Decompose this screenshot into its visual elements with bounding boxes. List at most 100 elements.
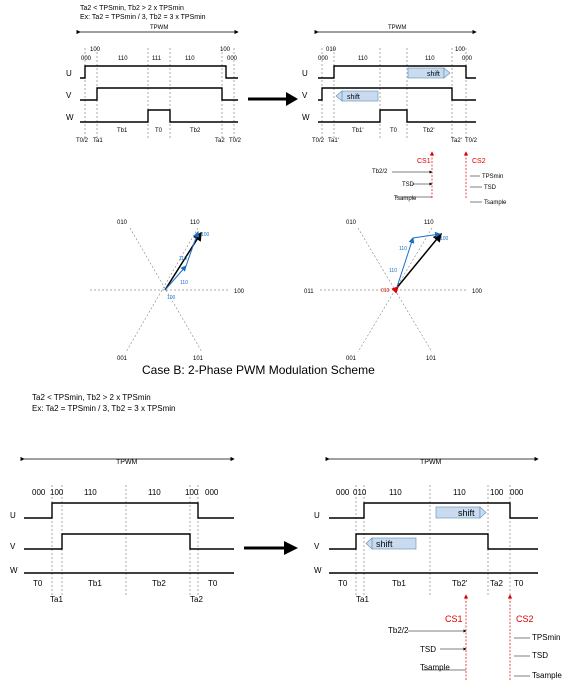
d-t-label-0: Tb2/2 (388, 626, 409, 635)
hex-l-100: 100 (234, 289, 245, 295)
cond-top-line1: Ta2 < TPSmin, Tb2 > 2 x TPSmin (80, 5, 184, 12)
a-int-1: Ta1 (93, 138, 103, 144)
tpwm-label-c: TPWM (116, 459, 138, 466)
a-phase-w: W (66, 113, 74, 122)
shift-label-d2: shift (376, 539, 393, 549)
d-state-5: 000 (510, 488, 524, 497)
d-t-label-4: TSD (532, 651, 548, 660)
a-int-6: T0/2 (229, 138, 242, 144)
c-phase-w: W (10, 566, 18, 575)
d-state-2: 110 (389, 488, 402, 497)
cs2-label-bottom: CS2 (516, 614, 534, 624)
d-int-0: T0 (338, 579, 348, 588)
b-int-4: Tb2' (423, 128, 434, 134)
b-int-2: Tb1' (352, 128, 363, 134)
shift-label-d1: shift (458, 508, 475, 518)
c-state-0: 000 (32, 488, 46, 497)
c-state-2: 110 (84, 488, 97, 497)
b-state-2: 110 (358, 56, 368, 62)
c-int-2: Tb1 (88, 579, 102, 588)
b-state-3: 110 (425, 56, 435, 62)
d-int-1: Ta1 (356, 595, 369, 604)
hex-l-101: 101 (193, 356, 204, 362)
a-state-4: 110 (185, 56, 195, 62)
hex-r-001: 001 (346, 356, 357, 362)
d-t-label-5: Tsample (532, 671, 562, 680)
d-t-label-1: TSD (420, 645, 436, 654)
d-phase-w: W (314, 566, 322, 575)
cs2-label-top: CS2 (472, 158, 486, 165)
hex-r-110: 110 (424, 220, 434, 226)
hex-r-011: 011 (304, 289, 314, 295)
d-state-1: 010 (353, 488, 367, 497)
b-phase-w: W (302, 113, 310, 122)
vec-r-0: 010 (381, 288, 390, 294)
d-int-4: Ta2 (490, 579, 503, 588)
a-int-2: Tb1 (117, 128, 128, 134)
vec-l-1: 110 (180, 280, 188, 286)
hex-r-100: 100 (472, 289, 483, 295)
t-label-2: Tsample (394, 196, 417, 202)
a-phase-v: V (66, 91, 72, 100)
c-int-0: T0 (33, 579, 43, 588)
vec-l-0: 100 (167, 295, 176, 301)
cond-top-line2: Ex: Ta2 = TPSmin / 3, Tb2 = 3 x TPSmin (80, 14, 206, 21)
cond-bottom-line2: Ex: Ta2 = TPSmin / 3, Tb2 = 3 x TPSmin (32, 404, 175, 413)
a-state-3: 111 (152, 56, 162, 62)
b-state-0: 000 (318, 56, 329, 62)
vec-l-2: 110 (179, 256, 187, 262)
cond-bottom-line1: Ta2 < TPSmin, Tb2 > 2 x TPSmin (32, 393, 151, 402)
hexagon-right: 010 110 100 011 001 101 010 110 110 100 (304, 220, 483, 362)
d-t-label-3: TPSmin (532, 633, 560, 642)
panel-a: TPWM 000 100 110 111 110 100 000 U V W T… (66, 25, 242, 144)
c-phase-v: V (10, 542, 16, 551)
d-state-4: 100 (490, 488, 504, 497)
b-int-3: T0 (390, 128, 398, 134)
c-state-5: 000 (205, 488, 219, 497)
b-int-6: T0/2 (465, 138, 478, 144)
d-state-3: 110 (453, 488, 466, 497)
d-state-0: 000 (336, 488, 350, 497)
d-int-3: Tb2' (452, 579, 468, 588)
shift-label-b1: shift (427, 71, 440, 78)
t-label-1: TSD (402, 182, 415, 188)
t-label-4: TSD (484, 185, 497, 191)
vec-r-2: 110 (399, 246, 407, 252)
c-phase-u: U (10, 511, 16, 520)
case-b-caption: Case B: 2-Phase PWM Modulation Scheme (142, 363, 375, 377)
t-label-0: Tb2/2 (372, 169, 388, 175)
tpwm-label-a: TPWM (150, 25, 168, 31)
a-state-6: 000 (227, 56, 238, 62)
d-phase-u: U (314, 511, 320, 520)
d-int-5: T0 (514, 579, 524, 588)
panel-b: TPWM 000 010 110 110 100 000 U V W shift… (302, 25, 507, 206)
a-state-5: 100 (220, 47, 231, 53)
c-int-5: T0 (208, 579, 218, 588)
c-state-3: 110 (148, 488, 161, 497)
c-int-4: Ta2 (190, 595, 203, 604)
a-phase-u: U (66, 69, 72, 78)
hexagon-left: 010 110 100 001 101 100 110 110 100 (90, 220, 245, 362)
d-t-label-2: Tsample (420, 663, 450, 672)
hex-l-110: 110 (190, 220, 200, 226)
tpwm-label-d: TPWM (420, 459, 442, 466)
vec-l-3: 100 (201, 232, 210, 238)
hex-l-001: 001 (117, 356, 128, 362)
a-int-4: Tb2 (190, 128, 201, 134)
shift-label-b2: shift (347, 94, 360, 101)
b-phase-v: V (302, 91, 308, 100)
c-state-1: 100 (50, 488, 64, 497)
b-int-0: T0/2 (312, 138, 325, 144)
b-phase-u: U (302, 69, 308, 78)
a-state-0: 000 (81, 56, 92, 62)
panel-c: TPWM 000 100 110 110 100 000 U V W T0 Ta… (10, 456, 235, 604)
vec-r-1: 110 (389, 268, 397, 274)
c-state-4: 100 (185, 488, 199, 497)
c-int-1: Ta1 (50, 595, 63, 604)
b-state-4: 100 (455, 47, 466, 53)
t-label-3: TPSmin (482, 174, 503, 180)
hex-l-010: 010 (117, 220, 128, 226)
a-int-0: T0/2 (76, 138, 89, 144)
a-int-5: Ta2 (215, 138, 225, 144)
